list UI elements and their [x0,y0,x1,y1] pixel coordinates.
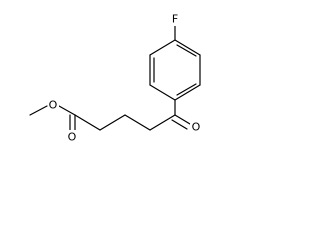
fluorine-atom-label: F [172,13,178,26]
chemical-structure: F O O O [29,13,202,144]
chain-bond-2 [124,114,151,131]
fluorine-label-background [169,13,181,26]
ring-double-bond-1 [176,44,197,57]
ring-bond-3 [174,84,201,101]
chain-bond-3 [99,114,126,131]
methyl-bond [29,105,48,116]
benzene-ring [149,39,201,101]
ester-ether-oxygen-atom-label: O [49,99,58,112]
ketone-oxygen-atom-label: O [192,121,201,134]
ketone-oxygen-label-background [190,120,202,134]
ring-bond-4 [149,84,176,101]
ketone-bond-main [174,114,191,125]
ester-carbonyl-oxygen-label-background [66,130,78,144]
chain-bond-1 [149,114,176,131]
ester-oxygen-bond [58,105,76,116]
chain-bond-4 [74,114,101,131]
ketone-bond-secondary [171,119,188,130]
ring-double-bond-2 [176,83,197,96]
ring-bond-6 [149,39,176,56]
ring-bond-1 [174,39,201,56]
ester-ether-oxygen-label-background [47,98,59,112]
ester-carbonyl-oxygen-atom-label: O [68,131,77,144]
